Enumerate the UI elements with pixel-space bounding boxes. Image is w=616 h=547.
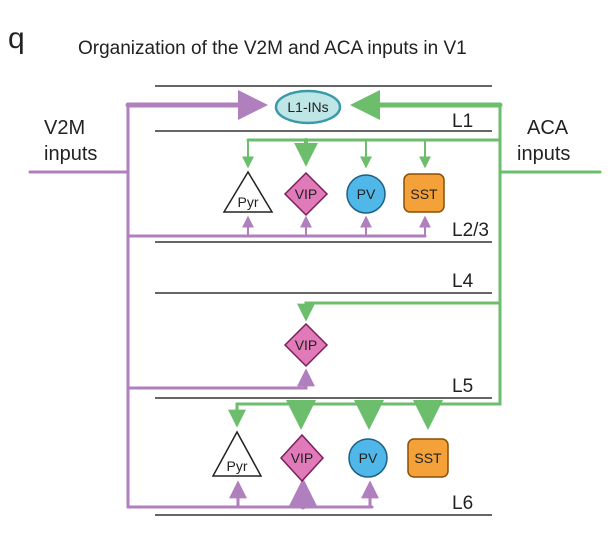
diagram-title: Organization of the V2M and ACA inputs i…: [78, 38, 467, 59]
layer-label-l6: L6: [452, 493, 473, 514]
sst-label-l6: SST: [414, 450, 442, 466]
vip-diamond-l5: [283, 322, 329, 368]
sst-box-l23: [403, 173, 445, 213]
layer-label-l1: L1: [452, 111, 473, 132]
pv-cell-l23: PV: [346, 174, 386, 214]
vip-label-l5: VIP: [295, 337, 318, 353]
pv-label-l6: PV: [359, 450, 378, 466]
pyr-triangle-l6: [211, 430, 263, 477]
aca-label-line1: ACA: [527, 117, 569, 139]
v2m-l5-branch: [126, 368, 315, 390]
pv-cell-l6: PV: [348, 438, 388, 478]
sst-box-l6: [407, 438, 449, 478]
aca-projection: [228, 90, 602, 430]
vip-diamond-l6: [279, 433, 325, 483]
v2m-label-line1: V2M: [44, 117, 85, 139]
panel-letter: q: [8, 22, 25, 55]
layer-label-l5: L5: [452, 376, 473, 397]
vip-cell-l23: VIP: [283, 171, 329, 217]
sst-label-l23: SST: [410, 186, 438, 202]
pyr-label-l23: Pyr: [238, 194, 259, 210]
pyr-label-l6: Pyr: [227, 458, 248, 474]
pv-circle-l23: [346, 174, 386, 214]
vip-label-l6: VIP: [291, 450, 314, 466]
aca-label-line2: inputs: [517, 143, 570, 165]
sst-cell-l6: SST: [407, 438, 449, 478]
v2m-projection: [28, 90, 431, 510]
pyr-cell-l6: Pyr: [211, 430, 263, 477]
layer-label-l4: L4: [452, 271, 474, 292]
vip-cell-l6: VIP: [279, 433, 325, 483]
l1-ins-node: L1-INs: [274, 89, 342, 125]
l1-ins-label: L1-INs: [287, 99, 328, 115]
pv-circle-l6: [348, 438, 388, 478]
layer-label-l23: L2/3: [452, 220, 489, 241]
pyr-cell-l23: Pyr: [222, 170, 274, 213]
vip-diamond-l23: [283, 171, 329, 217]
v2m-label-line2: inputs: [44, 143, 97, 165]
vip-cell-l5: VIP: [283, 322, 329, 368]
vip-label-l23: VIP: [295, 186, 318, 202]
aca-l5-branch: [297, 301, 502, 322]
sst-cell-l23: SST: [403, 173, 445, 213]
pyr-triangle-l23: [222, 170, 274, 213]
pv-label-l23: PV: [357, 186, 376, 202]
l1-ins-ellipse: [274, 89, 342, 125]
laminar-lines: [155, 85, 492, 516]
